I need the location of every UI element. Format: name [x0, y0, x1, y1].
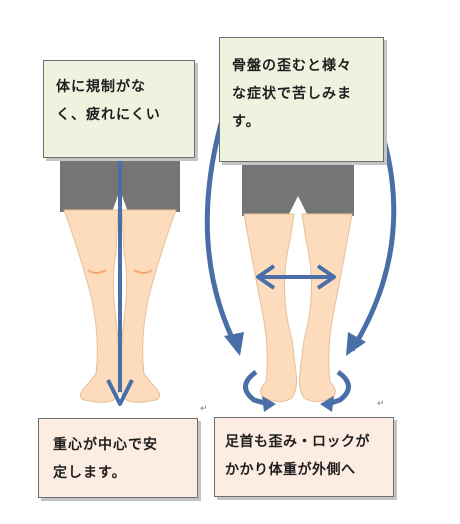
- right-knee-mark: [133, 269, 153, 274]
- straight-legs-figure: [60, 150, 180, 406]
- center-of-gravity-arrowhead: [106, 379, 134, 406]
- bowed-legs-figure: [204, 119, 397, 412]
- ankle-rotation-arrowhead-right: [320, 396, 334, 412]
- ankle-rotation-arrowhead-left: [262, 396, 276, 412]
- ankle-lock-callout: 足首も歪み・ロックが かかり体重が外側へ: [214, 417, 394, 497]
- right-thigh-gap: [288, 196, 308, 216]
- paragraph-mark-right: ↵: [377, 399, 385, 409]
- bowed-leg-right: [299, 213, 353, 403]
- hip-distortion-arrow-right: [349, 139, 397, 352]
- ankle-rotation-arrow-left: [243, 369, 269, 407]
- knee-gap-arrowhead-left: [256, 264, 276, 290]
- pelvis-distortion-callout: 骨盤の歪むと様々 な症状で苦しみま す。: [219, 37, 384, 162]
- no-strain-callout: 体に規制がな く、疲れにくい: [43, 60, 195, 158]
- hip-distortion-arrow-left: [204, 119, 241, 352]
- ankle-rotation-arrow-right: [327, 369, 351, 407]
- stable-center-callout: 重心が中心で安 定します。: [38, 418, 198, 498]
- left-leg-right: [119, 209, 177, 403]
- hip-distortion-arrowhead-left: [224, 332, 244, 356]
- knee-gap-arrowhead-right: [316, 264, 336, 290]
- left-leg-left: [63, 209, 121, 403]
- bowed-leg-left: [243, 213, 297, 403]
- paragraph-mark-left: ↵: [200, 404, 208, 414]
- left-knee-mark: [87, 269, 107, 274]
- hip-distortion-arrowhead-right: [346, 332, 366, 356]
